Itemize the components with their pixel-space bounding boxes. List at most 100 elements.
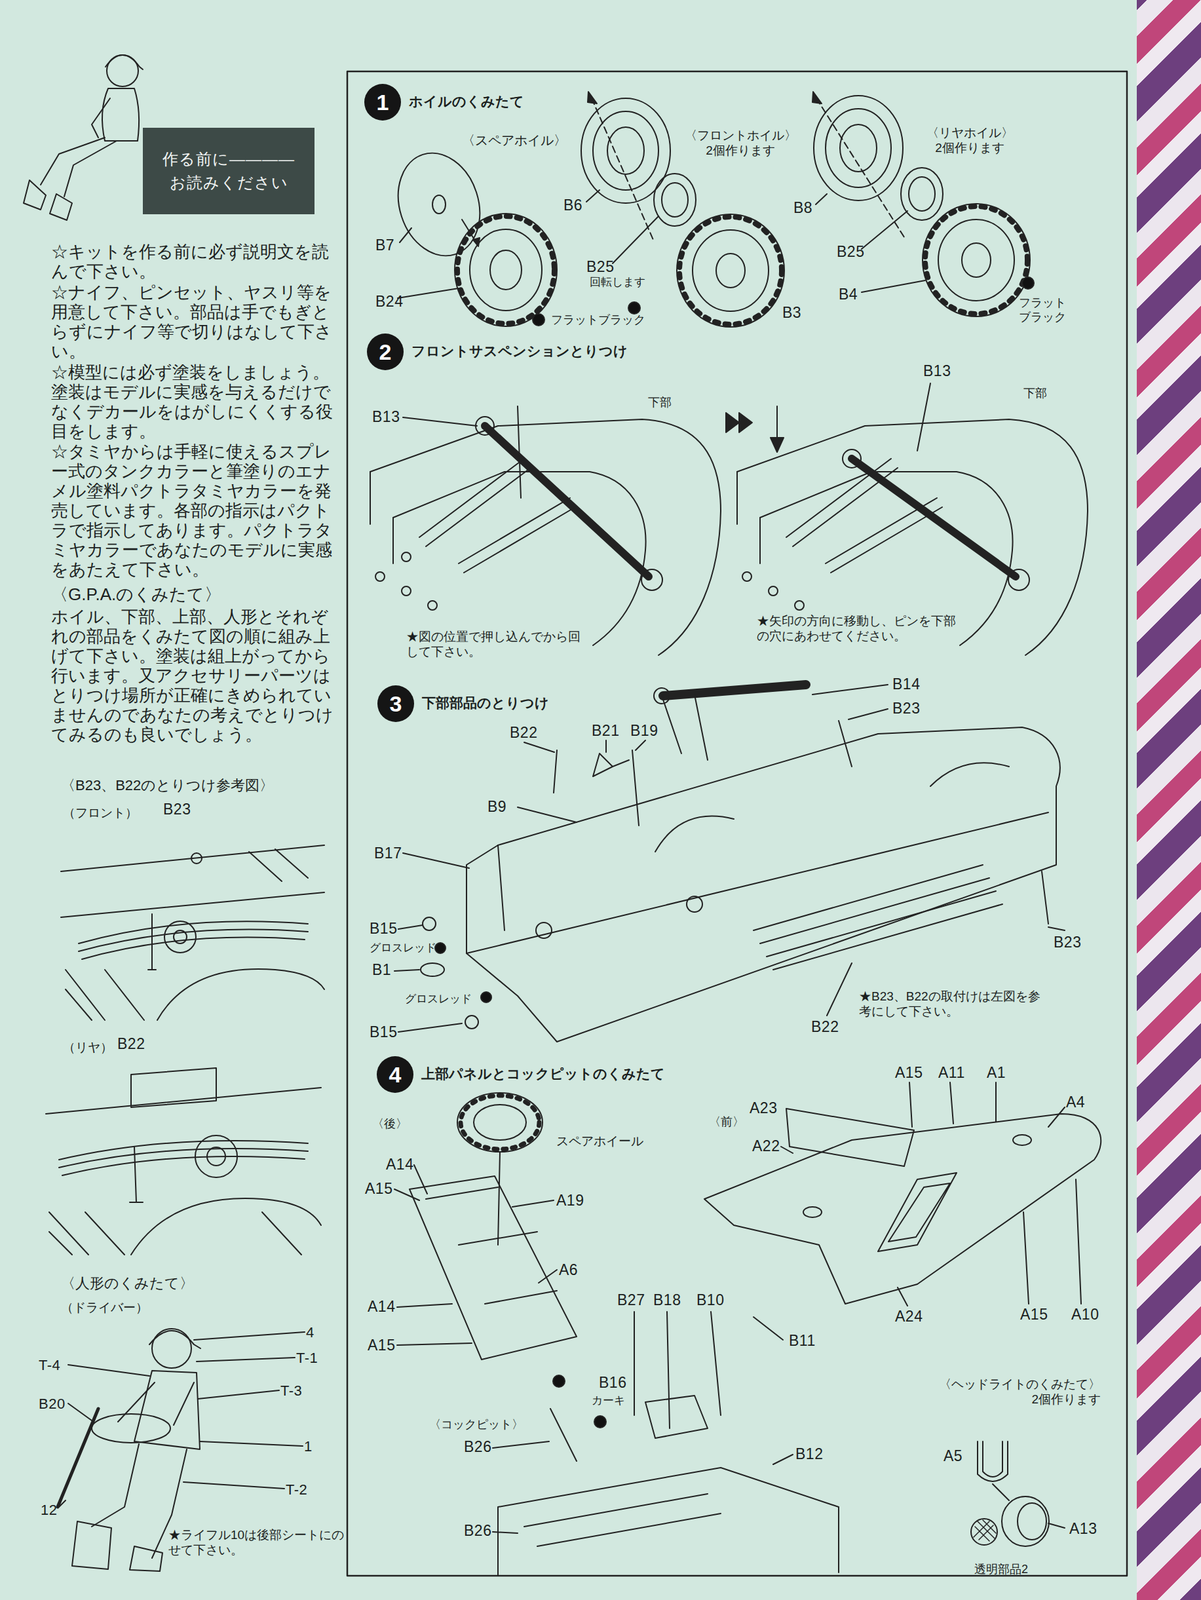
note-text: ☆タミヤからは手軽に使えるスプレー式のタンクカラーと筆塗りのエナメル塗料パクトラ… [51,441,343,580]
lower-hull [394,684,1065,1042]
front-suspension-stroke [842,449,861,468]
part-number: T-4 [38,1356,61,1374]
note-text: ★ライフル10は後部シートにのせて下さい。 [168,1527,346,1559]
lower-hull-stroke [435,942,446,954]
part-number: A13 [1069,1520,1097,1539]
note-text: ホイル、下部、上部、人形とそれぞれの部品をくみたて図の順に組み上げて下さい。塗装… [51,606,343,745]
seated-figure-stroke [23,180,73,221]
driver-figure-stroke [134,1370,200,1450]
front-suspension-stroke [851,458,1016,577]
notice-text: 作る前に―――― お読みください [154,147,303,195]
part-number: B22 [117,1035,145,1054]
rear-spring-view-stroke [195,1135,238,1178]
rear-spring-view-stroke [49,1212,302,1255]
note-text: 透明部品2 [974,1562,1029,1578]
wheel-parts-stroke [397,190,926,299]
step-circle: 3下部部品のとりつけ [377,685,415,723]
lower-hull-stroke [686,896,703,913]
step-number: 4 [376,1056,414,1093]
lower-hull-stroke [535,922,552,939]
wheel-parts-stroke [432,195,446,214]
part-number: B12 [795,1445,823,1464]
step-heading: 上部パネルとコックピットのくみたて [421,1065,666,1082]
upper-panel-cockpit-stroke [550,1395,708,1462]
part-number: B22 [509,724,538,743]
front-suspension-stroke [402,417,477,426]
wheel-parts-stroke [938,219,1015,301]
front-suspension-stroke [768,586,778,596]
driver-figure-stroke [57,1408,99,1507]
wheel-parts-stroke [961,243,991,278]
wheel-parts-stroke [532,313,545,326]
step-circle: 4上部パネルとコックピットのくみたて [376,1056,414,1093]
notice-box: 作る前に―――― お読みください [142,127,315,215]
part-number: B4 [838,285,858,305]
upper-panel-cockpit-stroke [781,1082,1082,1306]
part-number: B9 [487,798,507,817]
driver-figure-stroke [117,1382,194,1426]
front-suspension-stroke [370,419,721,656]
front-suspension-stroke [737,419,1088,656]
lower-hull-stroke [394,684,1065,1032]
upper-panel-cockpit [394,1082,1101,1576]
part-number: T-3 [280,1382,303,1400]
part-number: B10 [696,1291,725,1310]
front-suspension-stroke [427,600,438,611]
part-number: B25 [836,243,865,262]
sub-heading: 〈スペアホイル〉 [461,132,567,149]
part-number: B19 [630,722,658,741]
rear-spring-view-stroke [131,1198,322,1255]
sub-heading: 〈人形のくみたて〉 [60,1275,194,1293]
front-spring-view-stroke [65,849,308,1021]
front-spring-view [60,845,325,1021]
front-spring-view-stroke [191,853,202,864]
wheel-parts-stroke [816,98,905,238]
lower-hull-stroke [655,762,1010,852]
wheel-parts-stroke [925,206,1028,314]
sub-heading: 〈リヤホイル〉 2個作ります [904,125,1036,156]
note-text: 下部 [1023,386,1048,401]
part-number: B14 [892,675,920,694]
wheel-parts-stroke [900,167,943,221]
front-suspension-stroke [401,552,411,562]
sub-heading: 〈フロントホイル〉 2個作ります [674,128,806,159]
upper-panel-cockpit-stroke [460,1095,540,1150]
part-number: A6 [558,1261,578,1280]
part-number: A14 [385,1155,414,1175]
step-heading: 下部部品のとりつけ [421,694,550,711]
front-suspension-stroke [370,471,394,564]
wheel-parts-stroke [922,203,1030,317]
upper-panel-cockpit-stroke [497,1467,839,1576]
part-number: B22 [811,1018,839,1037]
sub-heading: 〈B23、B22のとりつけ参考図〉 [60,777,274,795]
part-number: A15 [895,1064,923,1083]
wheel-parts-stroke [676,214,785,327]
part-number: B26 [463,1438,492,1457]
part-number: B15 [369,919,398,939]
part-number: A22 [752,1137,780,1156]
sub-heading: 〈G.P.A.のくみたて〉 [51,584,222,605]
upper-panel-cockpit-stroke [425,1187,557,1304]
lower-hull-stroke [466,727,1061,1042]
note-text: ☆キットを作る前に必ず説明文を読んで下さい。 [51,241,343,282]
note-text: ☆模型には必ず塗装をしましょう。塗装はモデルに実感を与えるだけでなくデカールをは… [51,362,343,441]
upper-panel-cockpit-stroke [973,1520,996,1542]
upper-panel-cockpit-stroke [552,1375,565,1388]
note-text: 下部 [648,395,672,411]
part-number: B23 [163,800,191,820]
rear-spring-view-stroke [58,1140,308,1176]
part-number: A14 [367,1297,396,1317]
sub-heading: （リヤ） [62,1040,113,1056]
upper-panel-cockpit-stroke [1048,1523,1065,1528]
front-suspension-stroke [393,471,647,646]
note-text: ☆ナイフ、ピンセット、ヤスリ等を用意して下さい。部品は手でもぎとらずにナイフ等で… [51,282,343,362]
note-text: フラットブラック [551,313,646,328]
wheel-parts-stroke [716,253,745,288]
part-number: A10 [1071,1305,1099,1325]
front-suspension-stroke [725,412,753,433]
step-heading: ホイルのくみたて [408,93,525,110]
step-circle: 1ホイルのくみたて [364,83,401,121]
wheel-parts-stroke [1022,277,1034,289]
note-text: カーキ [591,1394,626,1408]
